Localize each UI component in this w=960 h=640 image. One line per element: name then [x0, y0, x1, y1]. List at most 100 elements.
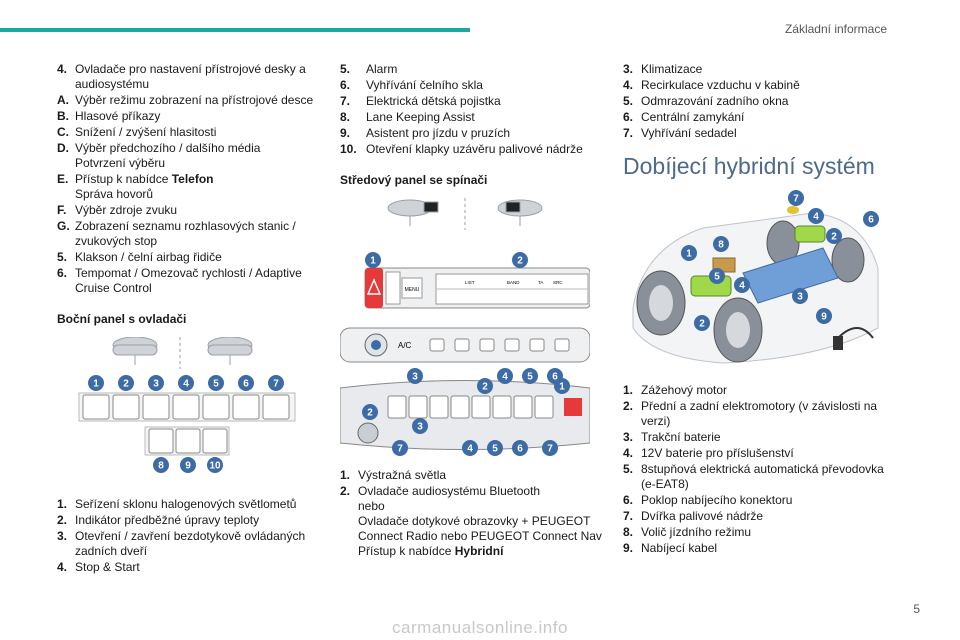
svg-text:7: 7 — [793, 194, 799, 205]
item-key: 2. — [340, 484, 351, 498]
list-item: 5.Alarm — [340, 62, 608, 77]
side-panel-button-2[interactable] — [112, 394, 140, 420]
callout-badge-3: 3 — [148, 375, 164, 391]
center-lower-key-8[interactable] — [534, 395, 554, 419]
callout-badge-7: 7 — [392, 440, 408, 456]
section-title-hybrid: Dobíjecí hybridní systém — [623, 153, 875, 179]
list-item: 6.Poklop nabíjecího konektoru — [623, 493, 895, 508]
hazard-triangle-icon — [366, 278, 382, 295]
list-item: B.Hlasové příkazy — [57, 109, 325, 124]
steering-wheel-left-icon — [387, 199, 439, 226]
item-text: Trakční baterie — [641, 430, 721, 444]
center-lower-key-2[interactable] — [408, 395, 428, 419]
item-key: 1. — [340, 468, 351, 482]
section-title-side-panel: Boční panel s ovladači — [57, 312, 187, 326]
item-text: Dvířka palivové nádrže — [641, 509, 764, 523]
callout-badge-2: 2 — [118, 375, 134, 391]
side-panel-button-5[interactable] — [202, 394, 230, 420]
svg-text:4: 4 — [502, 372, 508, 383]
side-panel-button-8[interactable] — [148, 428, 174, 454]
item-text: Tempomat / Omezovač rychlosti / Adaptive… — [75, 266, 302, 295]
list-item: 6.Centrální zamykání — [623, 110, 895, 125]
callout-badge-1: 1 — [88, 375, 104, 391]
svg-text:4: 4 — [813, 212, 819, 223]
item-text: Klimatizace — [641, 62, 703, 76]
climate-button-2[interactable] — [454, 338, 470, 352]
list-item: 1.Seřízení sklonu halogenových světlomet… — [57, 497, 325, 512]
item-text: Výstražná světla — [358, 468, 447, 482]
list-item: 9.Nabíjecí kabel — [623, 541, 895, 556]
item-text: Recirkulace vzduchu v kabině — [641, 78, 800, 92]
callout-badge-2: 2 — [826, 228, 842, 244]
item-key: 3. — [623, 62, 634, 76]
side-panel-button-3[interactable] — [142, 394, 170, 420]
item-text: Stop & Start — [75, 560, 140, 574]
item-text: 8stupňová elektrická automatická převodo… — [641, 462, 884, 491]
callout-badge-5: 5 — [522, 368, 538, 384]
item-key: 5. — [623, 94, 634, 108]
climate-button-3[interactable] — [479, 338, 495, 352]
item-key: 7. — [623, 126, 634, 140]
svg-text:4: 4 — [467, 444, 473, 455]
callout-badge-6: 6 — [863, 211, 879, 227]
item-key: 9. — [340, 126, 351, 140]
side-panel-button-1[interactable] — [82, 394, 110, 420]
ac-button-label: A/C — [398, 341, 412, 350]
center-lower-key-1[interactable] — [387, 395, 407, 419]
center-lower-key-6[interactable] — [492, 395, 512, 419]
side-panel-button-7[interactable] — [262, 394, 290, 420]
climate-button-5[interactable] — [529, 338, 545, 352]
svg-text:1: 1 — [370, 256, 376, 267]
svg-text:2: 2 — [123, 379, 129, 390]
side-panel-button-9[interactable] — [175, 428, 201, 454]
svg-text:3: 3 — [153, 379, 159, 390]
list-item: C.Snížení / zvýšení hlasitosti — [57, 125, 325, 140]
hazard-button[interactable] — [365, 268, 383, 308]
callout-badge-4: 4 — [178, 375, 194, 391]
callout-badge-3: 3 — [792, 288, 808, 304]
callout-badge-5: 5 — [709, 268, 725, 284]
item-key: 5. — [57, 250, 68, 264]
list-item: 3.Otevření / zavření bezdotykově ovládan… — [57, 529, 325, 559]
list-item: 7. Vyhřívání sedadel — [623, 126, 895, 141]
item-key: 5. — [340, 62, 351, 76]
item-key: 3. — [623, 430, 634, 444]
center-lower-key-4[interactable] — [450, 395, 470, 419]
list-item: 3. Trakční baterie — [623, 430, 895, 445]
climate-button-1[interactable] — [429, 338, 445, 352]
ta-key-label: TA — [538, 280, 543, 285]
climate-button-6[interactable] — [554, 338, 570, 352]
svg-text:6: 6 — [552, 372, 558, 383]
center-lower-key-7[interactable] — [513, 395, 533, 419]
item-key: 1. — [57, 497, 68, 511]
side-panel-button-10[interactable] — [202, 428, 228, 454]
callout-badge-3: 3 — [407, 368, 423, 384]
center-lower-key-3[interactable] — [429, 395, 449, 419]
charging-cable-icon — [837, 327, 874, 339]
callout-badge-1: 1 — [554, 378, 570, 394]
item-key: 4. — [623, 446, 634, 460]
list-item: 10.Otevření klapky uzávěru palivové nádr… — [340, 142, 608, 157]
side-panel-button-6[interactable] — [232, 394, 260, 420]
item-text: Lane Keeping Assist — [366, 110, 475, 124]
climate-button-4[interactable] — [504, 338, 520, 352]
item-text: Vyhřívání sedadel — [641, 126, 737, 140]
list-item: 3. Klimatizace — [623, 62, 895, 77]
svg-text:9: 9 — [185, 461, 191, 472]
callout-badge-4: 4 — [808, 208, 824, 224]
page-section-title: Základní informace — [784, 22, 887, 36]
callout-badge-5: 5 — [487, 440, 503, 456]
side-panel-button-4[interactable] — [172, 394, 200, 420]
center-lower-key-5[interactable] — [471, 395, 491, 419]
list-item: 4.Ovladače pro nastavení přístrojové des… — [57, 62, 325, 92]
list-item: 5.Odmrazování zadního okna — [623, 94, 895, 109]
list-item: 5.Klakson / čelní airbag řidiče — [57, 250, 325, 265]
svg-text:4: 4 — [739, 281, 745, 292]
callout-badge-6: 6 — [238, 375, 254, 391]
